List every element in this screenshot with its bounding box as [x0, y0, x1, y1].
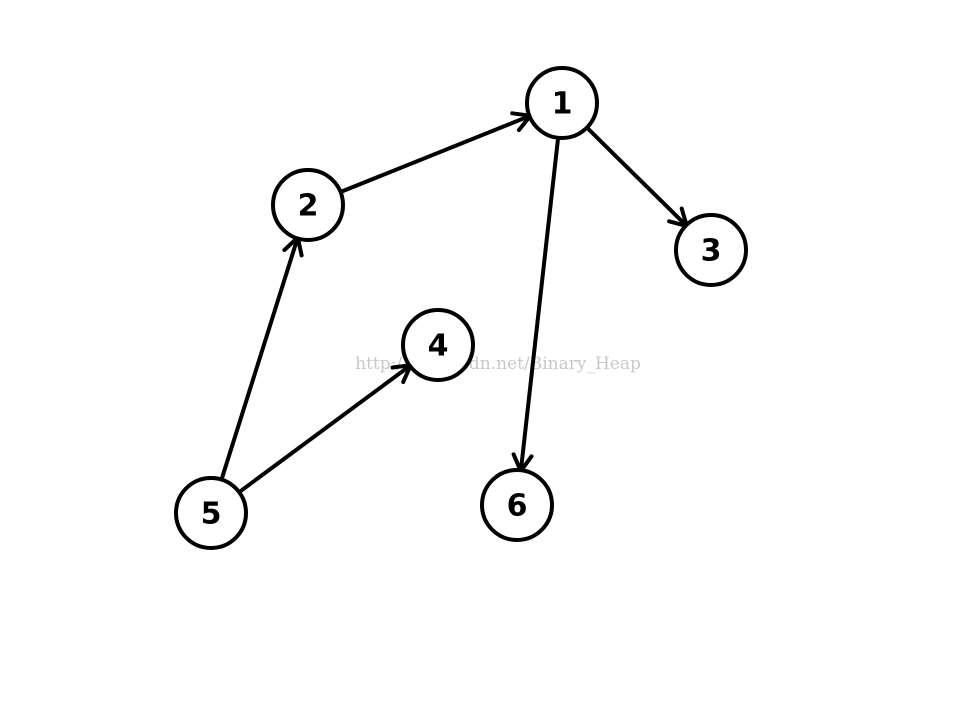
- node-circle: [525, 66, 599, 140]
- node-5: 5: [174, 476, 248, 550]
- nodes-layer: 1 2 3 4 5 6: [174, 66, 748, 550]
- node-label: 6: [507, 489, 528, 524]
- node-label: 1: [552, 87, 573, 122]
- edge-5-to-4: [237, 363, 413, 495]
- node-label: 4: [428, 329, 449, 364]
- node-circle: [174, 476, 248, 550]
- node-circle: [271, 168, 345, 242]
- edge-5-to-2: [219, 235, 304, 482]
- node-2: 2: [271, 168, 345, 242]
- edge-line: [237, 363, 413, 495]
- edge-2-to-1: [338, 111, 533, 194]
- edge-line: [338, 113, 533, 194]
- node-circle: [480, 468, 554, 542]
- node-3: 3: [674, 213, 748, 287]
- edge-line: [584, 125, 689, 229]
- edges-layer: [219, 111, 689, 495]
- node-circle: [401, 308, 475, 382]
- edge-1-to-6: [511, 135, 561, 474]
- node-label: 3: [701, 234, 722, 269]
- node-label: 2: [298, 189, 319, 224]
- edge-1-to-3: [584, 125, 689, 229]
- node-circle: [674, 213, 748, 287]
- watermark-text: http://blog.csdn.net/Binary_Heap: [355, 354, 641, 374]
- node-label: 5: [201, 497, 222, 532]
- node-1: 1: [525, 66, 599, 140]
- node-4: 4: [401, 308, 475, 382]
- node-6: 6: [480, 468, 554, 542]
- edge-line: [219, 235, 300, 482]
- edge-line: [518, 135, 561, 474]
